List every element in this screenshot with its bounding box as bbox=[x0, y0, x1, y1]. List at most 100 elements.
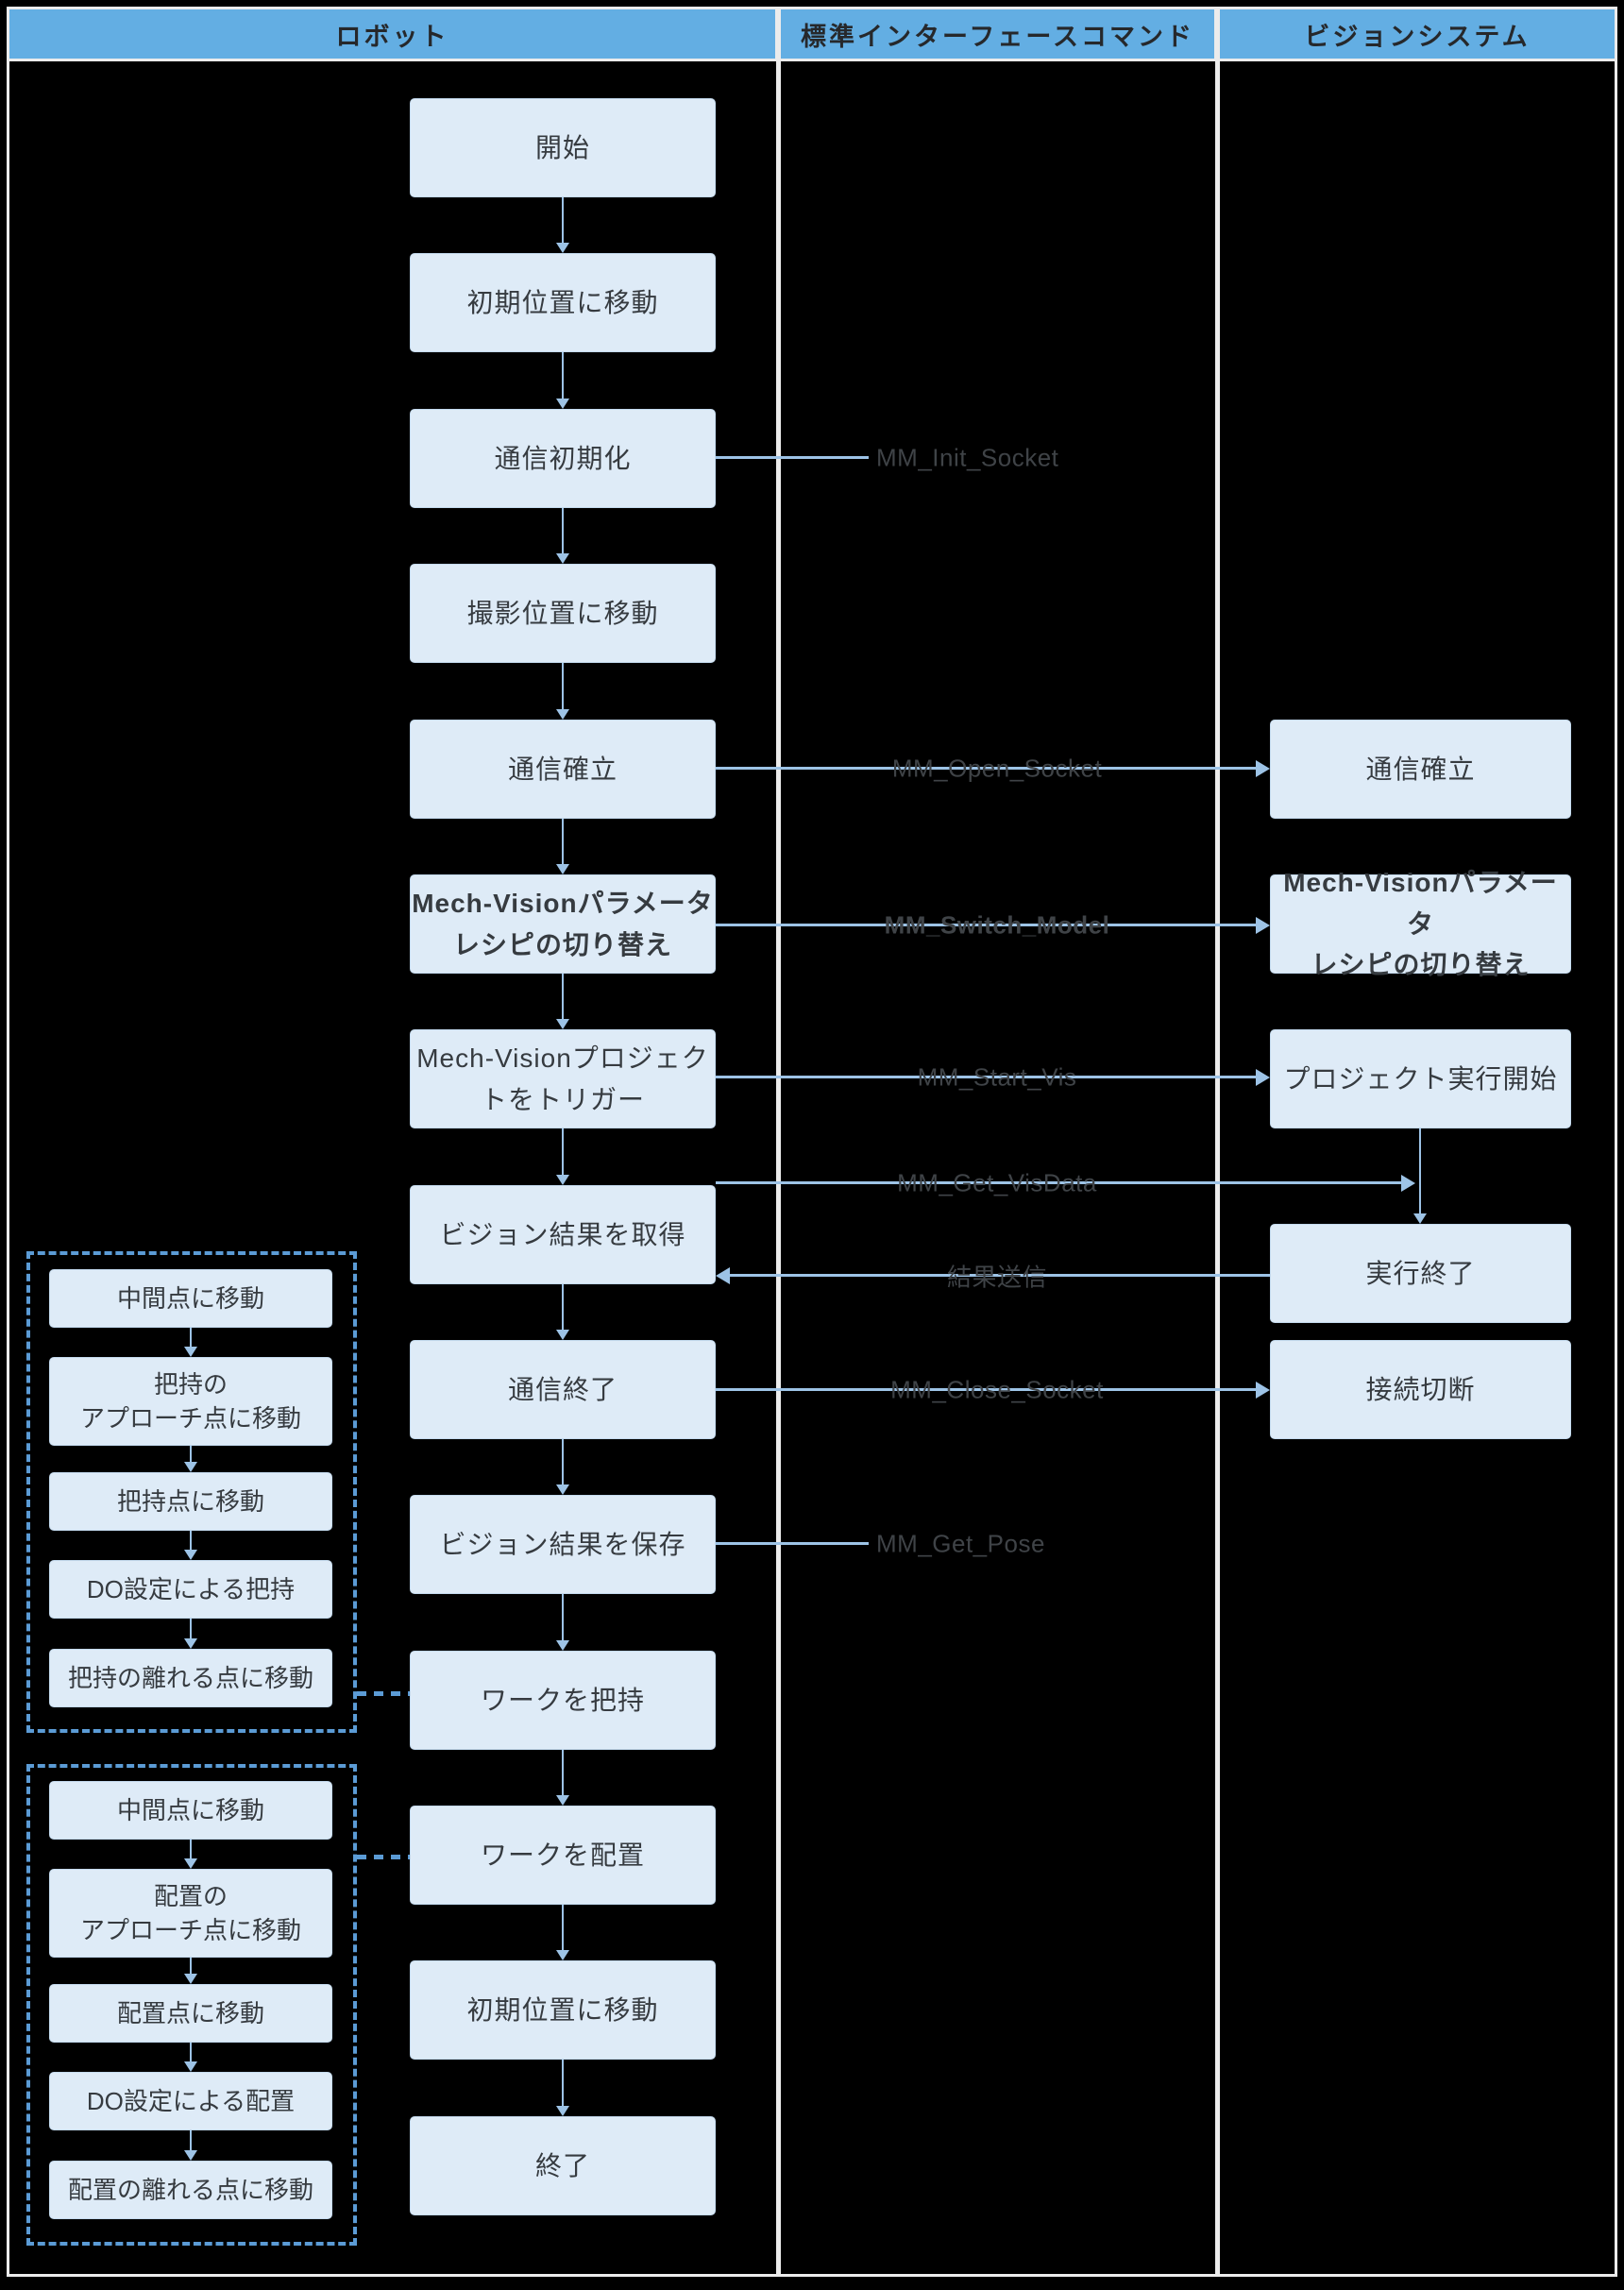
node-place-workpiece-label: ワークを配置 bbox=[480, 1840, 645, 1870]
arrow-initial2-to-end-line bbox=[562, 2060, 564, 2108]
lane-divider-2 bbox=[1215, 61, 1220, 2275]
arrow-save-to-grasp-head bbox=[556, 1640, 569, 1651]
arrow-g1-2-line bbox=[190, 1446, 192, 1464]
node-switch-recipe-robot-label: レシピの切り替え bbox=[452, 929, 672, 959]
node-switch-recipe-robot-label: Mech-Visionパラメータ bbox=[412, 889, 714, 919]
node-g2-move-place-approach-label: アプローチ点に移動 bbox=[79, 1916, 301, 1944]
node-comm-end: 通信終了 bbox=[410, 1340, 716, 1439]
node-move-capture-position: 撮影位置に移動 bbox=[410, 564, 716, 663]
cmd-mm-init-socket-line bbox=[716, 456, 869, 459]
arrow-g2-4-line bbox=[190, 2130, 192, 2152]
arrow-g1-4-head bbox=[184, 1638, 197, 1649]
cmd-mm-get-visdata-label: MM_Get_VisData bbox=[897, 1168, 1097, 1197]
arrow-switch-to-trigger-line bbox=[562, 974, 564, 1021]
node-g1-move-mid-point: 中間点に移動 bbox=[49, 1269, 332, 1328]
arrow-establish-to-switch-line bbox=[562, 819, 564, 866]
node-place-workpiece: ワークを配置 bbox=[410, 1806, 716, 1905]
node-comm-establish-vision: 通信確立 bbox=[1270, 720, 1571, 819]
arrow-g2-4-head bbox=[184, 2150, 197, 2161]
node-g2-move-place-approach: 配置のアプローチ点に移動 bbox=[49, 1869, 332, 1958]
node-g1-move-mid-point-label: 中間点に移動 bbox=[116, 1283, 264, 1313]
arrow-trigger-to-getresult-line bbox=[562, 1128, 564, 1177]
cmd-mm-switch-model-arrowhead bbox=[1256, 917, 1270, 934]
cmd-mm-close-socket-line bbox=[716, 1388, 1257, 1391]
node-move-initial-position-1-label: 初期位置に移動 bbox=[466, 287, 659, 317]
cmd-result-send-arrowhead bbox=[716, 1267, 730, 1284]
node-project-run-start: プロジェクト実行開始 bbox=[1270, 1029, 1571, 1128]
node-g1-move-grasp-point-label: 把持点に移動 bbox=[116, 1486, 264, 1516]
cmd-mm-open-socket-label: MM_Open_Socket bbox=[891, 754, 1103, 783]
arrow-g1-1-head bbox=[184, 1347, 197, 1357]
cmd-mm-open-socket-arrowhead bbox=[1256, 760, 1270, 777]
arrow-projectstart-to-finish-head bbox=[1413, 1213, 1427, 1224]
cmd-mm-start-vis-line bbox=[716, 1076, 1257, 1078]
arrow-g2-2-line bbox=[190, 1958, 192, 1976]
node-end: 終了 bbox=[410, 2116, 716, 2215]
cmd-mm-get-visdata-line bbox=[716, 1181, 1402, 1184]
node-get-vision-result: ビジョン結果を取得 bbox=[410, 1185, 716, 1284]
lane-header-vision: ビジョンシステム bbox=[1220, 9, 1615, 59]
arrow-getresult-to-commend-line bbox=[562, 1284, 564, 1332]
node-g1-move-grasp-approach: 把持のアプローチ点に移動 bbox=[49, 1357, 332, 1446]
node-g2-move-place-leave: 配置の離れる点に移動 bbox=[49, 2161, 332, 2219]
node-disconnect-label: 接続切断 bbox=[1365, 1374, 1476, 1404]
node-g2-move-mid-point: 中間点に移動 bbox=[49, 1781, 332, 1840]
node-comm-establish-robot: 通信確立 bbox=[410, 720, 716, 819]
node-g2-move-mid-point-label: 中間点に移動 bbox=[116, 1795, 264, 1824]
node-g1-do-grasp-label: DO設定による把持 bbox=[86, 1574, 296, 1603]
node-run-finished-label: 実行終了 bbox=[1365, 1258, 1476, 1288]
arrow-switch-to-trigger-head bbox=[556, 1019, 569, 1029]
arrow-trigger-to-getresult-head bbox=[556, 1175, 569, 1185]
connector-grasp-group bbox=[357, 1691, 410, 1696]
group-grasp-subroutine bbox=[26, 1251, 357, 1733]
node-project-run-start-label: プロジェクト実行開始 bbox=[1283, 1063, 1558, 1094]
arrow-comminit-to-capture-line bbox=[562, 508, 564, 555]
arrow-commend-to-save-line bbox=[562, 1439, 564, 1486]
arrow-initial2-to-end-head bbox=[556, 2106, 569, 2116]
node-move-initial-position-2: 初期位置に移動 bbox=[410, 1960, 716, 2060]
node-g1-move-grasp-leave-label: 把持の離れる点に移動 bbox=[67, 1663, 313, 1692]
cmd-mm-get-pose-line bbox=[716, 1542, 869, 1545]
node-save-vision-result: ビジョン結果を保存 bbox=[410, 1495, 716, 1594]
arrow-place-to-initial2-line bbox=[562, 1905, 564, 1952]
lane-header-robot: ロボット bbox=[9, 9, 775, 59]
arrow-place-to-initial2-head bbox=[556, 1950, 569, 1960]
node-trigger-project-label: Mech-Visionプロジェク bbox=[416, 1043, 709, 1074]
cmd-mm-start-vis-label: MM_Start_Vis bbox=[917, 1062, 1077, 1092]
cmd-mm-init-socket-label: MM_Init_Socket bbox=[876, 443, 1059, 472]
node-g1-do-grasp: DO設定による把持 bbox=[49, 1560, 332, 1619]
node-g1-move-grasp-leave: 把持の離れる点に移動 bbox=[49, 1649, 332, 1707]
node-comm-establish-robot-label: 通信確立 bbox=[507, 754, 617, 784]
node-comm-initialize-label: 通信初期化 bbox=[494, 443, 632, 473]
arrow-g1-4-line bbox=[190, 1619, 192, 1640]
node-switch-recipe-vision-label: Mech-Visionパラメータ bbox=[1283, 868, 1558, 939]
node-trigger-project: Mech-Visionプロジェクトをトリガー bbox=[410, 1029, 716, 1128]
arrow-projectstart-to-finish-line bbox=[1419, 1128, 1421, 1215]
node-start-label: 開始 bbox=[534, 132, 590, 162]
arrow-grasp-to-place-head bbox=[556, 1795, 569, 1806]
node-g2-move-place-point: 配置点に移動 bbox=[49, 1984, 332, 2043]
cmd-mm-get-visdata-arrowhead bbox=[1401, 1175, 1415, 1192]
arrow-grasp-to-place-line bbox=[562, 1750, 564, 1797]
header-band: ロボット 標準インターフェースコマンド ビジョンシステム bbox=[7, 7, 1617, 61]
cmd-mm-open-socket-line bbox=[716, 767, 1257, 770]
node-get-vision-result-label: ビジョン結果を取得 bbox=[439, 1219, 686, 1249]
node-g1-move-grasp-approach-label: 把持の bbox=[153, 1369, 228, 1399]
node-g2-do-place-label: DO設定による配置 bbox=[86, 2086, 296, 2115]
node-comm-establish-vision-label: 通信確立 bbox=[1365, 754, 1476, 784]
node-save-vision-result-label: ビジョン結果を保存 bbox=[439, 1529, 686, 1559]
node-start: 開始 bbox=[410, 98, 716, 197]
arrow-g2-1-line bbox=[190, 1840, 192, 1860]
node-g1-move-grasp-point: 把持点に移動 bbox=[49, 1472, 332, 1531]
lane-divider-1 bbox=[776, 61, 781, 2275]
arrow-g1-2-head bbox=[184, 1462, 197, 1472]
arrow-g2-3-line bbox=[190, 2043, 192, 2063]
cmd-mm-close-socket-arrowhead bbox=[1256, 1382, 1270, 1399]
node-switch-recipe-vision-label: レシピの切り替え bbox=[1311, 950, 1531, 980]
node-g2-move-place-approach-label: 配置の bbox=[153, 1881, 228, 1910]
cmd-mm-start-vis-arrowhead bbox=[1256, 1069, 1270, 1086]
node-grasp-workpiece: ワークを把持 bbox=[410, 1651, 716, 1750]
arrow-g1-3-line bbox=[190, 1531, 192, 1552]
cmd-mm-close-socket-label: MM_Close_Socket bbox=[890, 1375, 1104, 1404]
